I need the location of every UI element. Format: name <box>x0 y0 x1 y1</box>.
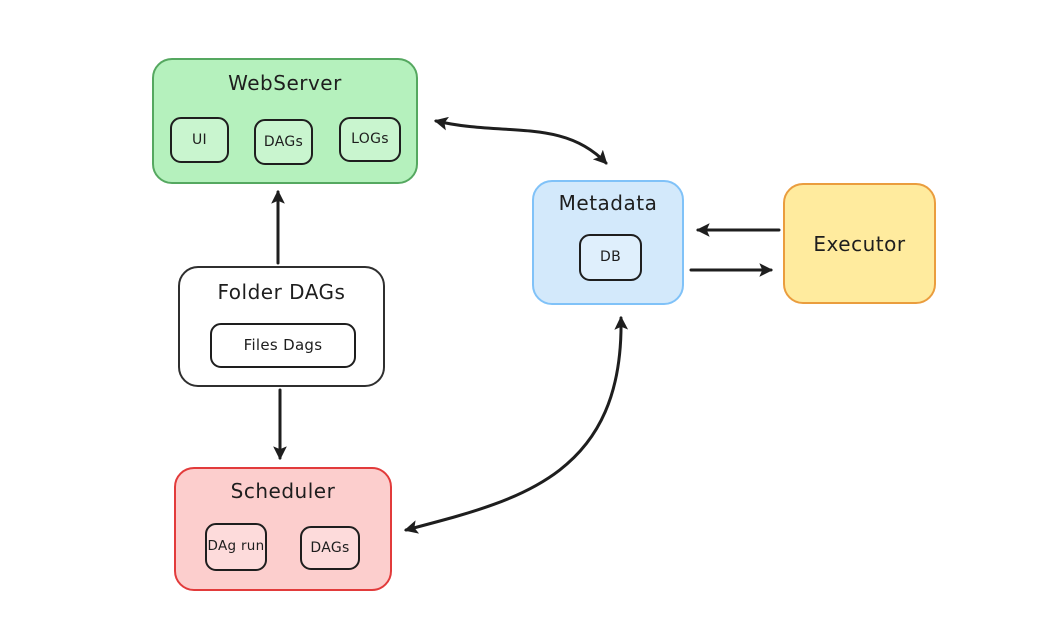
node-executor: Executor <box>783 183 936 304</box>
node-metadata-label: Metadata <box>558 191 658 215</box>
node-webserver: WebServer UI DAGs LOGs <box>152 58 418 184</box>
webserver-chip-dags-label: DAGs <box>263 133 304 150</box>
scheduler-chip-dag-run: DAg run <box>205 523 267 571</box>
scheduler-chip-dags-label: DAGs <box>310 539 350 556</box>
folder-dags-chip-files-dags-label: Files Dags <box>243 335 323 354</box>
metadata-chip-db-label: DB <box>600 249 621 266</box>
node-metadata: Metadata DB <box>532 180 684 305</box>
arrow-webserver-metadata <box>433 116 608 165</box>
folder-dags-chip-files-dags: Files Dags <box>210 323 356 368</box>
scheduler-chip-dag-run-label: DAg run <box>207 538 265 555</box>
webserver-chip-logs: LOGs <box>339 117 401 162</box>
node-folder-dags-label: Folder DAGs <box>217 280 346 304</box>
node-executor-label: Executor <box>813 231 906 256</box>
webserver-chip-ui: UI <box>170 117 229 163</box>
webserver-chip-logs-label: LOGs <box>351 131 389 148</box>
webserver-chip-dags: DAGs <box>254 119 313 165</box>
node-folder-dags: Folder DAGs Files Dags <box>178 266 385 387</box>
node-webserver-label: WebServer <box>228 71 342 95</box>
node-scheduler-label: Scheduler <box>230 479 336 503</box>
node-scheduler: Scheduler DAg run DAGs <box>174 467 392 591</box>
webserver-chip-ui-label: UI <box>192 131 207 148</box>
metadata-chip-db: DB <box>579 234 642 281</box>
scheduler-chip-dags: DAGs <box>300 526 360 570</box>
arrow-scheduler-metadata <box>403 315 629 534</box>
